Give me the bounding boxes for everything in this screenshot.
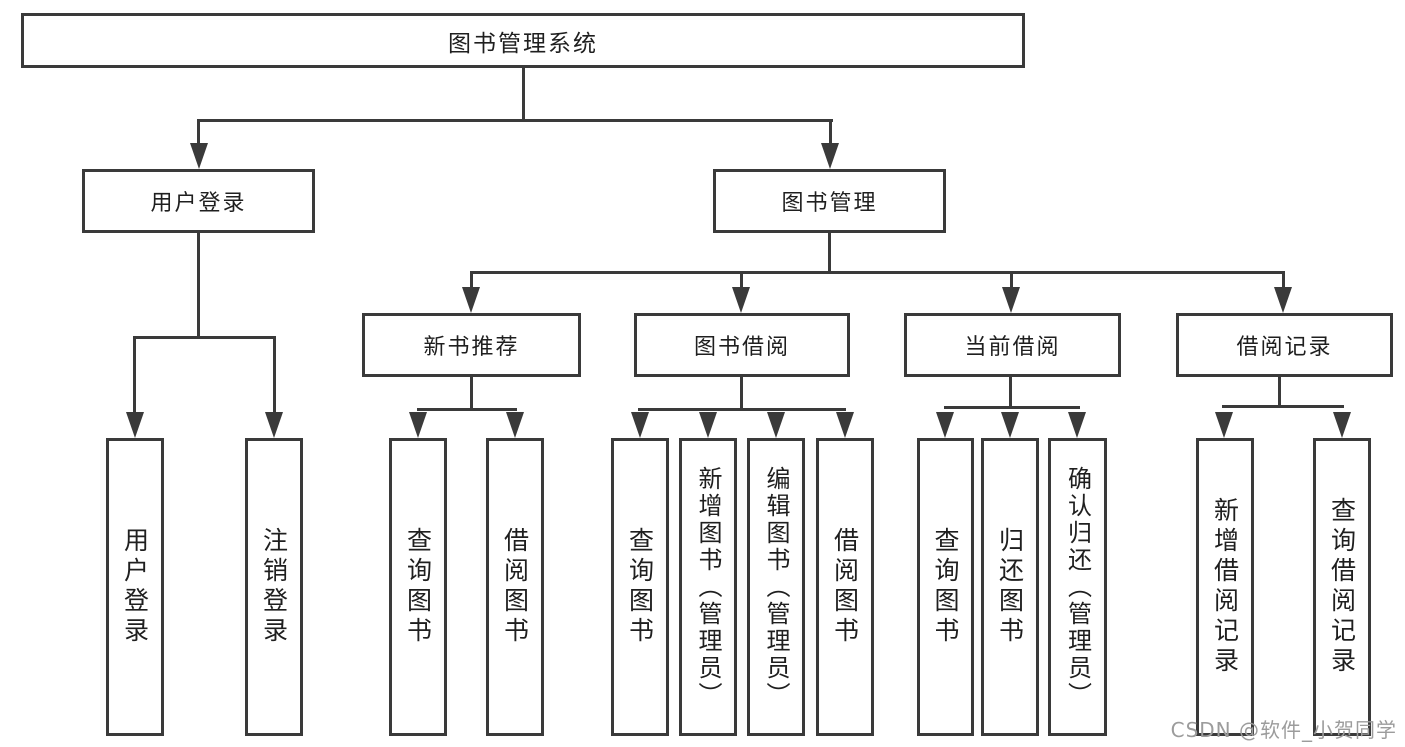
connector-current-borrow-rail <box>944 406 1080 409</box>
leaf-add-books-admin: 新增图书（管理员） <box>679 438 737 736</box>
connector-drop-new-books <box>470 271 473 291</box>
connector-drop-book-mgmt <box>829 119 832 147</box>
arrow-down-icon <box>1215 412 1233 438</box>
arrow-down-icon <box>126 412 144 438</box>
arrow-down-icon <box>1274 287 1292 313</box>
arrow-down-icon <box>265 412 283 438</box>
csdn-watermark: CSDN @软件_小贺同学 <box>1170 718 1397 742</box>
node-user-login: 用户登录 <box>82 169 315 233</box>
connector-drop-current-borrow <box>1010 271 1013 291</box>
connector-drop-book-borrow <box>740 271 743 291</box>
arrow-down-icon <box>836 412 854 438</box>
connector-current-borrow-stem <box>1009 377 1012 409</box>
arrow-down-icon <box>506 412 524 438</box>
connector-user-login-rail <box>133 336 276 339</box>
connector-drop-user-login <box>197 119 200 147</box>
connector-borrow-records-rail <box>1222 405 1344 408</box>
leaf-query-borrow-record: 查询借阅记录 <box>1313 438 1371 736</box>
arrow-down-icon <box>409 412 427 438</box>
arrow-down-icon <box>631 412 649 438</box>
leaf-logout: 注销登录 <box>245 438 303 736</box>
arrow-down-icon <box>732 287 750 313</box>
node-borrow-records: 借阅记录 <box>1176 313 1393 377</box>
leaf-query-books-2: 查询图书 <box>611 438 669 736</box>
connector-borrow-records-stem <box>1278 377 1281 408</box>
node-book-mgmt: 图书管理 <box>713 169 946 233</box>
connector-root-stem <box>522 68 525 122</box>
leaf-confirm-return-admin: 确认归还（管理员） <box>1048 438 1107 736</box>
arrow-down-icon <box>936 412 954 438</box>
connector-drop-borrow-records <box>1282 271 1285 291</box>
node-current-borrow: 当前借阅 <box>904 313 1121 377</box>
connector-root-rail <box>197 119 833 122</box>
leaf-borrow-books-1: 借阅图书 <box>486 438 544 736</box>
arrow-down-icon <box>1001 412 1019 438</box>
connector-book-mgmt-stem <box>828 233 831 274</box>
leaf-user-login: 用户登录 <box>106 438 164 736</box>
arrow-down-icon <box>767 412 785 438</box>
connector-new-books-stem <box>470 377 473 411</box>
arrow-down-icon <box>462 287 480 313</box>
arrow-down-icon <box>1068 412 1086 438</box>
leaf-return-books: 归还图书 <box>981 438 1039 736</box>
leaf-edit-books-admin: 编辑图书（管理员） <box>747 438 805 736</box>
arrow-down-icon <box>1002 287 1020 313</box>
node-root: 图书管理系统 <box>21 13 1025 68</box>
leaf-query-books-3: 查询图书 <box>917 438 974 736</box>
connector-book-mgmt-rail <box>470 271 1285 274</box>
arrow-down-icon <box>190 143 208 169</box>
connector-drop-logout <box>273 336 276 414</box>
leaf-query-books-1: 查询图书 <box>389 438 447 736</box>
connector-book-borrow-rail <box>638 408 846 411</box>
arrow-down-icon <box>699 412 717 438</box>
node-book-borrow: 图书借阅 <box>634 313 850 377</box>
connector-drop-login <box>133 336 136 414</box>
leaf-borrow-books-2: 借阅图书 <box>816 438 874 736</box>
connector-book-borrow-stem <box>740 377 743 411</box>
connector-user-login-stem <box>197 233 200 338</box>
connector-new-books-rail <box>417 408 517 411</box>
leaf-add-borrow-record: 新增借阅记录 <box>1196 438 1254 736</box>
arrow-down-icon <box>1333 412 1351 438</box>
arrow-down-icon <box>821 143 839 169</box>
node-new-books: 新书推荐 <box>362 313 581 377</box>
